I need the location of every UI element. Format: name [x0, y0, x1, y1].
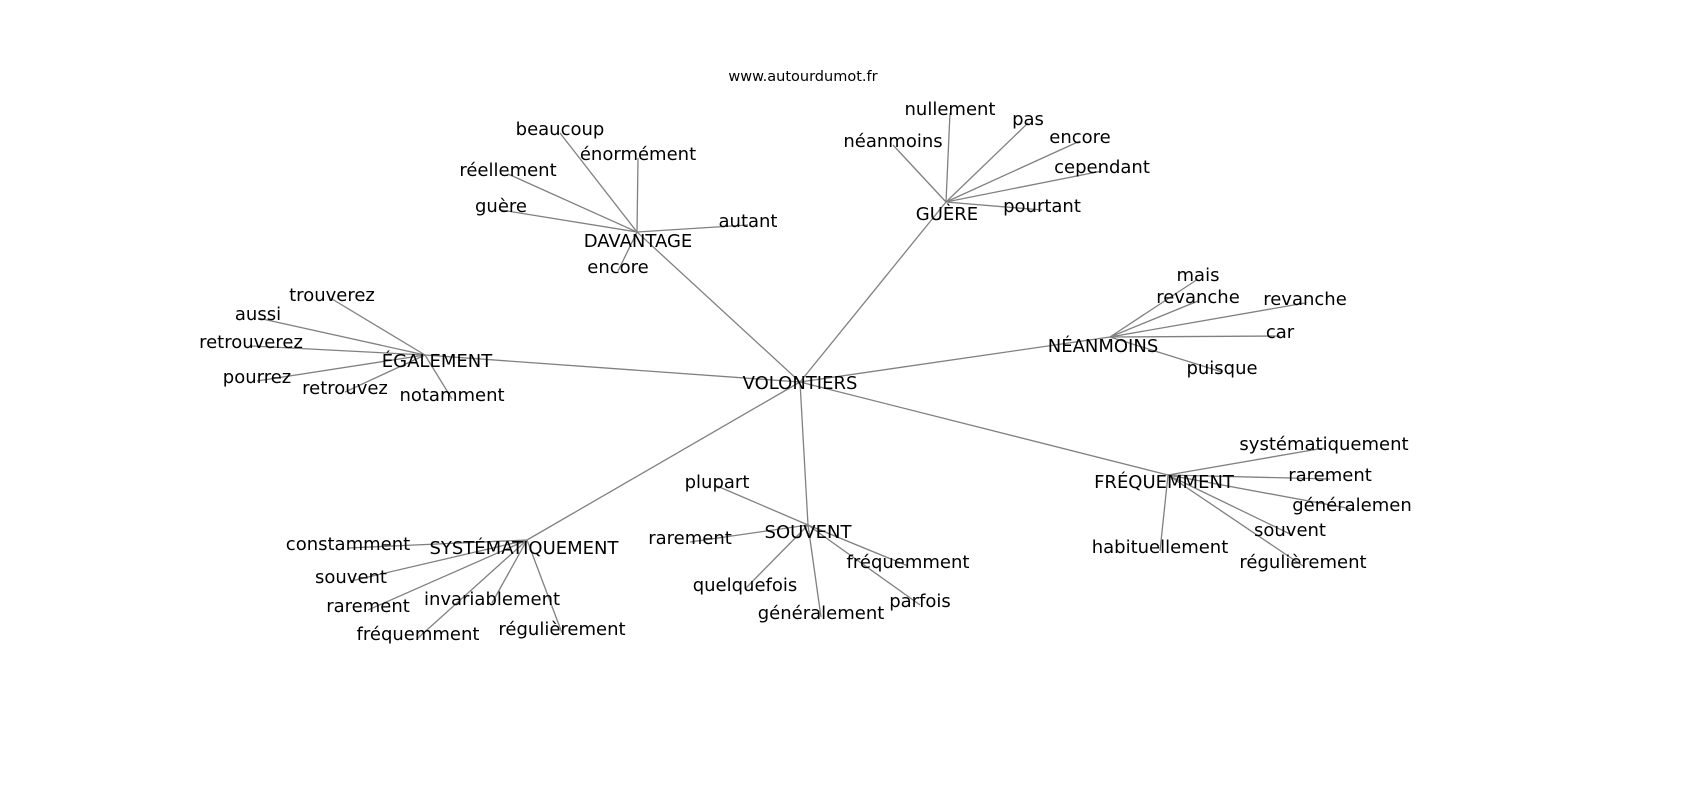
edge-group-to-leaf — [807, 524, 822, 618]
leaf-node[interactable]: puisque — [1186, 358, 1257, 379]
group-node[interactable]: NÉANMOINS — [1048, 335, 1159, 357]
edge-group-to-leaf — [250, 345, 426, 356]
edge-root-to-group — [424, 354, 801, 383]
edge-group-to-leaf — [1159, 474, 1169, 552]
leaf-node[interactable]: systématiquement — [1239, 434, 1408, 455]
edge-group-to-leaf — [636, 157, 639, 233]
edge-group-to-leaf — [1109, 335, 1281, 338]
edge-group-to-leaf — [424, 354, 453, 400]
leaf-node[interactable]: cependant — [1054, 157, 1150, 178]
leaf-node[interactable]: invariablement — [424, 589, 560, 610]
edge-root-to-group — [799, 381, 1169, 476]
edge-group-to-leaf — [1167, 474, 1353, 510]
edge-group-to-leaf — [636, 224, 749, 233]
edge-group-to-leaf — [617, 231, 638, 272]
leaf-node[interactable]: néanmoins — [843, 131, 942, 152]
leaf-node[interactable]: pourrez — [223, 367, 291, 388]
edge-group-to-leaf — [945, 201, 1043, 211]
edge-group-to-leaf — [256, 354, 426, 382]
edge-group-to-leaf — [350, 539, 528, 582]
leaf-node[interactable]: notamment — [399, 385, 504, 406]
leaf-node[interactable]: énormément — [580, 144, 696, 165]
leaf-node[interactable]: souvent — [1254, 520, 1326, 541]
edge-group-to-leaf — [1109, 302, 1306, 338]
edge-root-to-group — [799, 381, 809, 526]
leaf-node[interactable]: généralemen — [1292, 495, 1412, 516]
edge-group-to-leaf — [559, 132, 638, 233]
edge-group-to-leaf — [1167, 474, 1331, 480]
leaf-node[interactable]: régulièrement — [498, 619, 625, 640]
edge-group-to-leaf — [1109, 300, 1199, 338]
root-node[interactable]: VOLONTIERS — [743, 373, 858, 394]
edge-root-to-group — [799, 336, 1111, 383]
leaf-node[interactable]: plupart — [685, 472, 750, 493]
leaf-node[interactable]: mais — [1177, 265, 1220, 286]
leaf-node[interactable]: régulièrement — [1239, 552, 1366, 573]
edge-group-to-leaf — [500, 209, 638, 233]
leaf-node[interactable]: aussi — [235, 304, 281, 325]
leaf-node[interactable]: retrouverez — [199, 332, 303, 353]
leaf-node[interactable]: fréquemment — [847, 552, 970, 573]
leaf-node[interactable]: rarement — [326, 596, 410, 617]
edge-group-to-leaf — [1167, 447, 1325, 476]
group-node[interactable]: SOUVENT — [765, 522, 853, 543]
leaf-node[interactable]: réellement — [459, 160, 556, 181]
leaf-node[interactable]: nullement — [905, 99, 996, 120]
leaf-node[interactable]: habituellement — [1092, 537, 1229, 558]
edge-root-to-group — [526, 381, 801, 541]
edge-group-to-leaf — [417, 539, 528, 639]
edge-group-to-leaf — [526, 539, 563, 634]
leaf-node[interactable]: pas — [1012, 109, 1044, 130]
leaf-node[interactable]: beaucoup — [516, 119, 605, 140]
leaf-node[interactable]: constamment — [286, 534, 410, 555]
leaf-node[interactable]: car — [1266, 322, 1295, 343]
source-title: www.autourdumot.fr — [728, 69, 877, 85]
edge-group-to-leaf — [716, 485, 809, 526]
edge-group-to-leaf — [347, 539, 528, 549]
leaf-node[interactable]: encore — [587, 257, 648, 278]
edge-group-to-leaf — [807, 524, 909, 567]
edge-group-to-leaf — [945, 122, 1029, 203]
leaf-node[interactable]: encore — [1049, 127, 1110, 148]
edge-group-to-leaf — [807, 524, 921, 606]
leaf-node[interactable]: rarement — [1288, 465, 1372, 486]
leaf-node[interactable]: parfois — [889, 591, 951, 612]
edge-group-to-leaf — [945, 170, 1103, 203]
edge-group-to-leaf — [744, 524, 809, 590]
leaf-node[interactable]: retrouvez — [302, 378, 388, 399]
leaf-node[interactable]: pourtant — [1003, 196, 1081, 217]
leaf-node[interactable]: autant — [719, 211, 778, 232]
edge-group-to-leaf — [1109, 336, 1223, 373]
leaf-node[interactable]: guère — [475, 196, 527, 217]
leaf-node[interactable]: revanche — [1263, 289, 1347, 310]
leaf-node[interactable]: rarement — [648, 528, 732, 549]
edge-root-to-group — [799, 201, 947, 383]
leaf-node[interactable]: revanche — [1156, 287, 1240, 308]
edge-group-to-leaf — [892, 144, 947, 203]
leaf-node[interactable]: trouverez — [289, 285, 375, 306]
edge-group-to-leaf — [331, 298, 426, 356]
group-node[interactable]: DAVANTAGE — [584, 231, 693, 252]
leaf-node[interactable]: souvent — [315, 567, 387, 588]
edge-group-to-leaf — [945, 140, 1081, 203]
edge-group-to-leaf — [1109, 278, 1199, 338]
edge-group-to-leaf — [367, 539, 528, 611]
edge-group-to-leaf — [257, 317, 426, 356]
leaf-node[interactable]: généralement — [758, 603, 885, 624]
edge-group-to-leaf — [344, 354, 426, 393]
leaf-node[interactable]: fréquemment — [357, 624, 480, 645]
edge-group-to-leaf — [507, 173, 638, 233]
edge-group-to-leaf — [491, 539, 528, 604]
edge-group-to-leaf — [945, 112, 951, 203]
group-node[interactable]: SYSTÉMATIQUEMENT — [429, 537, 619, 559]
edge-group-to-leaf — [1167, 474, 1304, 567]
group-node[interactable]: GUÈRE — [916, 203, 978, 225]
edge-group-to-leaf — [1167, 474, 1291, 535]
group-node[interactable]: FRÉQUEMMENT — [1094, 471, 1235, 493]
edge-root-to-group — [636, 231, 801, 383]
group-node[interactable]: ÉGALEMENT — [382, 350, 493, 372]
edge-group-to-leaf — [689, 524, 809, 543]
leaf-node[interactable]: quelquefois — [693, 575, 798, 596]
